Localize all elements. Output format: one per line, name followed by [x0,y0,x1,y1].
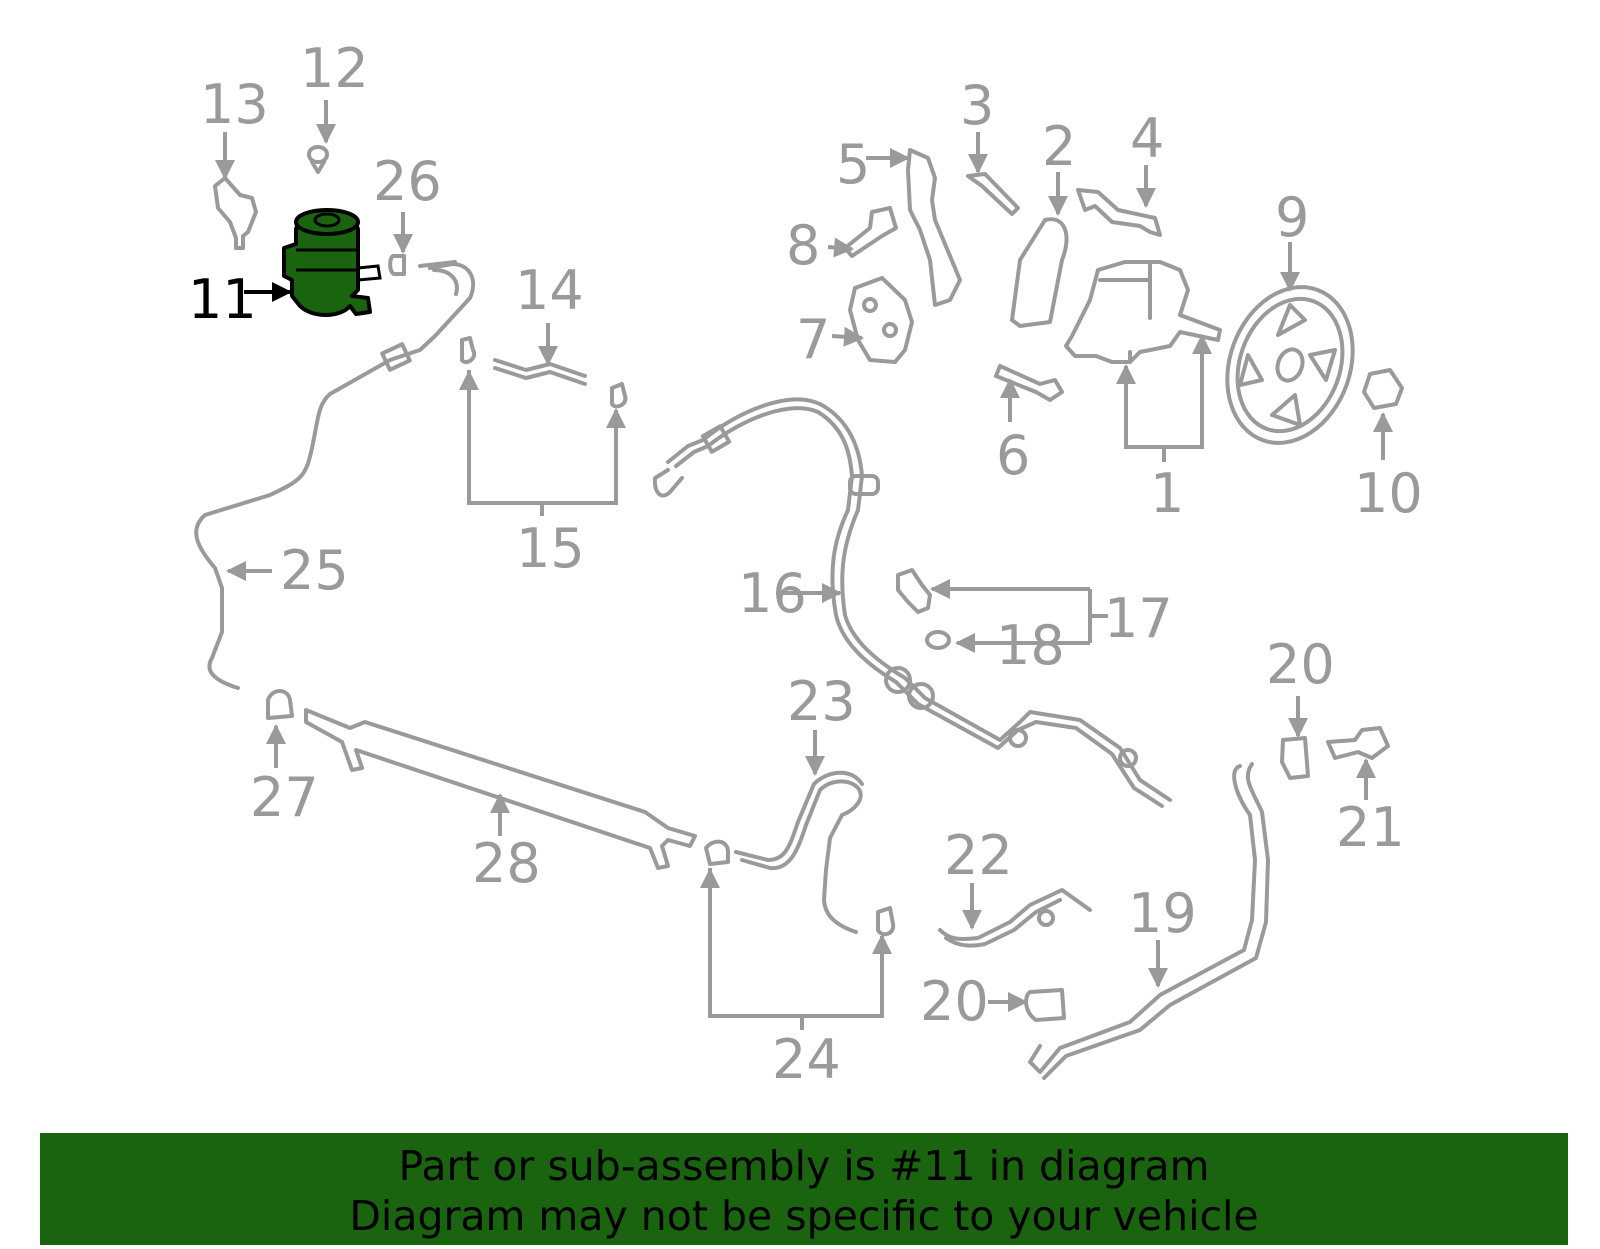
part-1-pump [1064,260,1222,364]
part-4-bracket [1076,188,1162,237]
label-3: 3 [960,74,994,137]
label-10: 10 [1354,462,1423,525]
label-23: 23 [787,670,856,733]
part-11-reservoir[interactable] [282,208,382,317]
label-8: 8 [786,214,820,277]
part-6-bolt [994,364,1064,402]
part-15-clamp-a [460,336,477,365]
part-5-bracket [906,148,962,307]
part-23-hose [740,779,863,934]
label-14: 14 [515,259,584,322]
label-12: 12 [300,37,369,100]
label-22: 22 [944,824,1013,887]
part-3-bolt [966,172,1020,216]
part-24-clamp-a [704,839,730,866]
part-25-hose [194,262,476,690]
label-19: 19 [1128,882,1197,945]
label-21: 21 [1336,796,1405,859]
label-5: 5 [836,133,870,196]
part-28-cooler [304,708,697,870]
part-22-line [938,888,1092,948]
label-11: 11 [188,268,257,331]
part-20-clamp-a [1280,736,1310,780]
info-banner: Part or sub-assembly is #11 in diagram D… [40,1133,1568,1245]
banner-background [40,1133,1568,1245]
label-7: 7 [796,308,830,371]
label-4: 4 [1130,107,1164,170]
part-15-clamp-b [610,382,628,409]
part-21-fitting [1326,726,1390,760]
part-8-bolt [843,206,898,258]
label-2: 2 [1042,115,1076,178]
part-17-fitting [896,568,932,614]
part-14-hose [493,358,587,386]
label-1: 1 [1150,462,1184,525]
label-16: 16 [738,562,807,625]
label-13: 13 [200,73,269,136]
label-25: 25 [280,539,349,602]
label-20-lower: 20 [920,970,989,1033]
part-10-nut [1362,368,1404,410]
part-13-bracket [213,176,258,250]
part-2-bracket [1010,217,1069,328]
label-18: 18 [996,614,1065,677]
label-24: 24 [772,1028,841,1091]
part-20-clamp-b [1024,988,1066,1022]
part-9-pulley [1225,285,1355,445]
part-24-clamp-b [876,906,896,937]
label-9: 9 [1275,186,1309,249]
part-12-clip [307,145,329,174]
label-27: 27 [250,766,319,829]
part-18-oring [925,630,951,650]
banner-line-1: Part or sub-assembly is #11 in diagram [398,1142,1210,1190]
part-25-sleeve [380,342,412,372]
label-28: 28 [472,832,541,895]
label-6: 6 [996,424,1030,487]
banner-line-2: Diagram may not be specific to your vehi… [349,1192,1259,1240]
part-19-pipe [1028,764,1257,1074]
part-26-clamp [388,254,406,276]
part-7-bracket [848,276,914,364]
label-15: 15 [516,517,585,580]
part-27-clamp [266,689,294,720]
label-20-upper: 20 [1266,633,1335,696]
label-17: 17 [1104,587,1173,650]
label-26: 26 [373,150,442,213]
